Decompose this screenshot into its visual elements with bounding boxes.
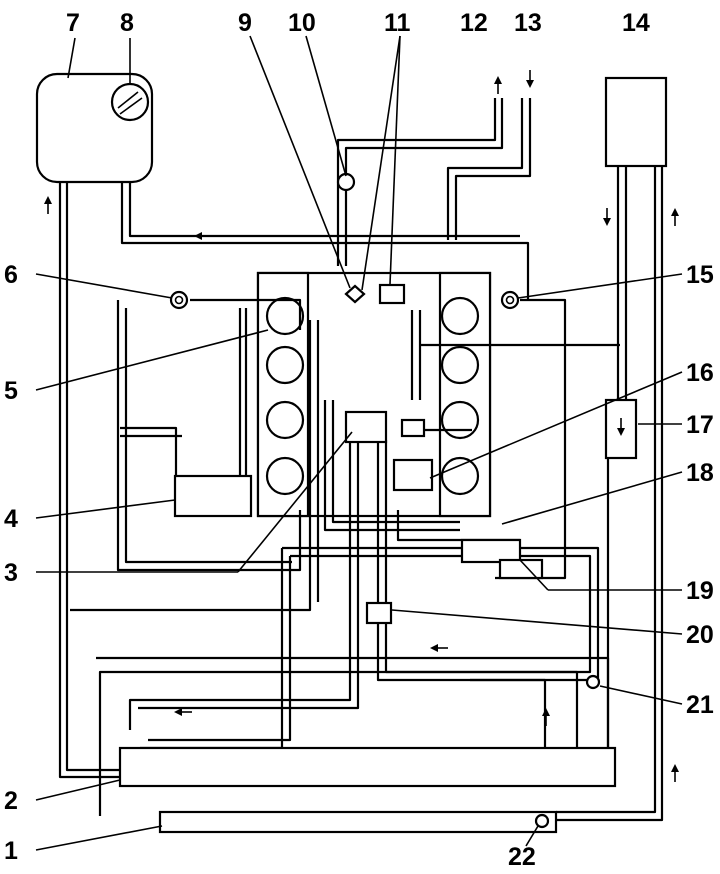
oil-cooler	[173, 474, 253, 518]
restrictor-10	[336, 172, 356, 192]
callout-14: 14	[622, 9, 650, 37]
flow-arrow-up-icon	[671, 208, 679, 226]
callout-8: 8	[120, 9, 134, 37]
callout-20: 20	[686, 621, 714, 649]
flow-arrow-down-icon	[603, 208, 611, 226]
flow-arrow-up-icon	[671, 764, 679, 782]
callout-4: 4	[4, 505, 18, 533]
leader-lines	[35, 35, 683, 851]
thermostat-housing	[392, 458, 434, 492]
flow-arrow-left-icon	[430, 644, 448, 652]
coolant-pipe-junction	[498, 558, 544, 580]
callout-19: 19	[686, 577, 714, 605]
callout-5: 5	[4, 377, 18, 405]
callout-labels: 1 2 3 4 5 6 7 8 9 10 11 12 13 14 15 16 1…	[4, 9, 714, 871]
callout-11: 11	[384, 9, 411, 37]
pump-connector	[400, 418, 426, 438]
expansion-tank	[35, 72, 154, 184]
bleed-screw-right	[500, 290, 520, 310]
callout-16: 16	[686, 359, 714, 387]
drain-plug-22	[534, 813, 550, 829]
callout-13: 13	[514, 9, 542, 37]
auxiliary-radiator	[158, 810, 558, 834]
flow-arrow-up-icon	[44, 196, 52, 214]
restrictor-9	[344, 284, 366, 304]
callout-10: 10	[288, 9, 316, 37]
callout-2: 2	[4, 787, 18, 815]
callout-21: 21	[686, 691, 714, 719]
callout-7: 7	[66, 9, 80, 37]
callout-18: 18	[686, 459, 714, 487]
temp-sensor-21	[585, 674, 601, 690]
flow-arrow-left-icon	[174, 708, 192, 716]
valve-block	[378, 283, 406, 305]
callout-9: 9	[238, 9, 252, 37]
heater-core	[604, 76, 668, 168]
coolant-radiator	[118, 746, 617, 788]
engine-block	[256, 271, 492, 518]
coolant-temp-sender	[365, 601, 393, 625]
callout-22: 22	[508, 843, 536, 871]
filler-cap-icon	[110, 82, 150, 122]
callout-3: 3	[4, 559, 18, 587]
flow-arrow-up-icon	[494, 76, 502, 94]
non-return-valve	[604, 398, 638, 460]
flow-arrow-down-icon	[617, 418, 625, 436]
distribution-piece	[460, 538, 522, 564]
bleed-screw-left	[169, 290, 189, 310]
flow-arrow-down-icon	[526, 70, 534, 88]
flow-arrows	[44, 70, 679, 782]
callout-1: 1	[4, 837, 18, 865]
callout-12: 12	[460, 9, 488, 37]
coolant-pump	[344, 410, 388, 444]
callout-6: 6	[4, 261, 18, 289]
flow-arrow-up-icon	[542, 708, 550, 726]
flow-arrow-left-icon	[194, 232, 212, 240]
callout-15: 15	[686, 261, 714, 289]
callout-17: 17	[686, 411, 714, 439]
